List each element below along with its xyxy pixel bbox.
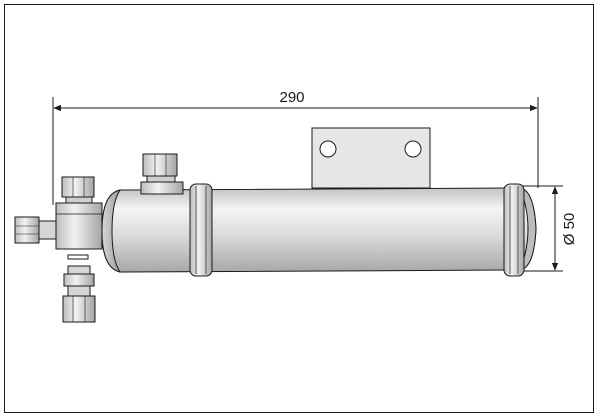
side-fitting-block — [14, 176, 103, 260]
band-left — [189, 183, 213, 277]
left-end-cap — [101, 189, 122, 273]
band-right — [503, 183, 525, 277]
bottom-fitting — [62, 265, 96, 323]
diameter-dimension — [520, 185, 563, 272]
diameter-label: Ø 50 — [561, 213, 578, 246]
sight-glass — [67, 254, 89, 260]
length-dimension — [52, 97, 539, 205]
bracket-hole-right — [404, 140, 422, 158]
length-label: 290 — [279, 89, 304, 106]
bracket-hole-left — [319, 140, 337, 158]
receiver-drier-body — [101, 183, 537, 277]
top-fitting — [140, 153, 184, 195]
